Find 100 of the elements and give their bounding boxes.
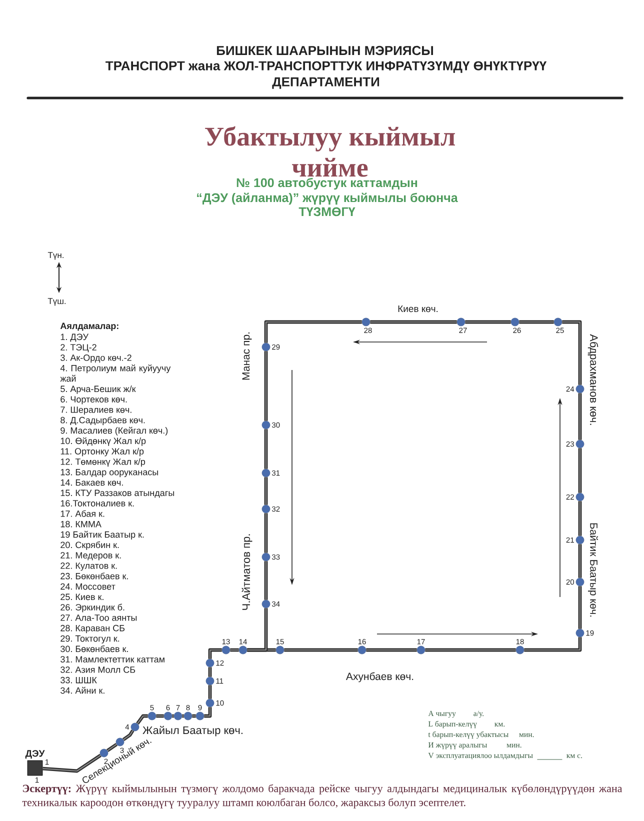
list-item: 12. Төмөнкү Жал к/р	[60, 458, 146, 467]
stop-dot	[116, 738, 124, 746]
stop-dot	[206, 698, 214, 708]
route-line	[578, 448, 582, 493]
compass-label: Түн.	[48, 252, 64, 260]
route-line	[208, 685, 212, 699]
street-label: Манас пр.	[242, 332, 252, 380]
stop-dot	[262, 468, 270, 478]
route-line	[578, 544, 582, 578]
route-line	[264, 561, 268, 600]
street-label: Абдрахманов көч.	[588, 334, 598, 425]
list-item: 6. Чортеков көч.	[60, 396, 127, 404]
stop-dot	[164, 712, 172, 720]
list-item: 1. ДЭУ	[60, 334, 89, 342]
route-line	[284, 648, 358, 652]
street-label: Ч.Айтматов пр.	[242, 534, 252, 610]
subtitle: “ДЭУ (айланма)” жүрүү кыймылы боюнча	[197, 192, 458, 205]
route-line	[578, 501, 582, 536]
list-item: 15. КТУ Раззаков атындагы	[60, 490, 174, 498]
route-line	[208, 648, 222, 659]
list-item: 11. Ортонку Жал к/р	[60, 448, 144, 456]
street-label: Ахунбаев көч.	[346, 672, 414, 682]
title: Убактылуу кыймыл чийме	[205, 126, 455, 177]
stop-dot	[262, 552, 270, 562]
list-item: 10. Өйдөнкү Жал к/р	[60, 437, 146, 446]
list-item: 33. ШШК	[60, 676, 97, 684]
stop-dot	[576, 440, 584, 448]
stop-dot	[222, 646, 230, 654]
list-item: 7. Шералиев көч.	[60, 406, 132, 415]
route-line	[122, 730, 134, 742]
route-line	[247, 608, 268, 652]
route-line	[230, 648, 239, 652]
stop-dot	[206, 658, 214, 668]
list-item: 3. Ак-Ордо көч.-2	[60, 354, 132, 363]
list-item: 18. КММА	[60, 520, 102, 528]
stop-dot	[362, 318, 370, 326]
route-line	[42, 754, 102, 773]
route-line	[578, 586, 582, 629]
route-line	[182, 714, 184, 718]
heading: БИШКЕК ШААРЫНЫН МЭРИЯСЫ	[216, 46, 433, 56]
route-line	[192, 714, 196, 718]
route-line	[425, 648, 516, 652]
route-line	[562, 320, 582, 385]
route-line	[370, 320, 457, 324]
list-item: 14. Бакаев көч.	[60, 479, 123, 486]
list-item: 27. Ала-Тоо аянты	[60, 614, 137, 621]
list-item: 25. Киев к.	[60, 594, 104, 600]
list-item: 24. Моссовет	[60, 583, 116, 590]
stop-dot	[358, 646, 366, 654]
list-item: 29. Токтогул к.	[60, 635, 120, 644]
route-line	[264, 429, 268, 469]
list-item: 22. Кулатов к.	[60, 562, 117, 571]
list-heading: Аялдамалар:	[60, 322, 118, 331]
stop-dot	[262, 342, 270, 352]
list-item: 8. Д.Садырбаев көч.	[60, 416, 145, 426]
list-item: 9. Масалиев (Кейгал көч.)	[60, 426, 168, 436]
list-item: 26. Эркиндик б.	[60, 604, 124, 612]
node-label: ДЭУ	[25, 750, 45, 759]
route-line	[465, 320, 511, 324]
stop-dot	[576, 384, 584, 394]
stop-dot	[184, 712, 192, 720]
stop-dot	[554, 318, 562, 326]
list-item: 16.Токтоналиев к.	[60, 500, 134, 506]
list-item: 5. Арча-Бешик ж/к	[60, 385, 136, 394]
stop-dot	[206, 676, 214, 686]
stop-dot	[262, 504, 270, 514]
stop-dot	[100, 748, 108, 758]
stop-dot	[416, 646, 426, 654]
stop-dot	[276, 646, 284, 654]
list-item: 30. Бөкөнбаев к.	[60, 645, 128, 652]
stop-dot	[262, 600, 270, 608]
route-line	[136, 714, 148, 725]
stop-dot	[456, 318, 466, 326]
route-line	[519, 320, 554, 324]
stop-dot	[196, 712, 204, 720]
list-item: 2. ТЭЦ-2	[60, 344, 96, 352]
list-item: 19 Байтик Баатыр к.	[60, 530, 144, 540]
route-line	[366, 648, 417, 652]
route-line	[264, 320, 362, 343]
stop-dot	[576, 492, 584, 502]
route-line	[524, 637, 582, 652]
stop-dot	[174, 712, 182, 720]
route-line	[264, 351, 268, 421]
stop-dot	[130, 722, 140, 732]
route-line	[264, 513, 268, 553]
stop-dot	[576, 628, 584, 638]
route-line	[204, 707, 212, 718]
list-item: 4. Петролиум май куйуучу жай	[60, 364, 171, 382]
note-text: Эскертүү: Жүрүү кыймылынын түзмөгү жолдомо баракчада рейске чыгуу алдындагы медициналык күбөлөндүрүүдөн жана техникалык кароодон өткөндүгү тууралуу штамп коюлбаган болсо, жараксыз болуп эсептелет.	[22, 784, 622, 808]
list-item: 21. Медеров к.	[60, 552, 121, 560]
heading: ТРАНСПОРТ жана ЖОЛ-ТРАНСПОРТТУК ИНФРАТҮЗҮМДҮ ӨНҮКТҮРҮҮ ДЕПАРТАМЕНТИ	[106, 61, 547, 89]
list-item: 13. Балдар ооруканасы	[60, 468, 158, 478]
route-line	[208, 667, 212, 677]
list-item: 32. Азия Молл СБ	[60, 666, 136, 673]
compass-label: Түш.	[48, 298, 66, 306]
list-item: 23. Бөкөнбаев к.	[60, 572, 128, 580]
street-label: Киев көч.	[398, 305, 438, 312]
depot-square: ДЭУ	[25, 750, 45, 776]
subtitle: № 100 автобустук каттамдын	[236, 178, 418, 190]
route-line	[156, 714, 164, 718]
